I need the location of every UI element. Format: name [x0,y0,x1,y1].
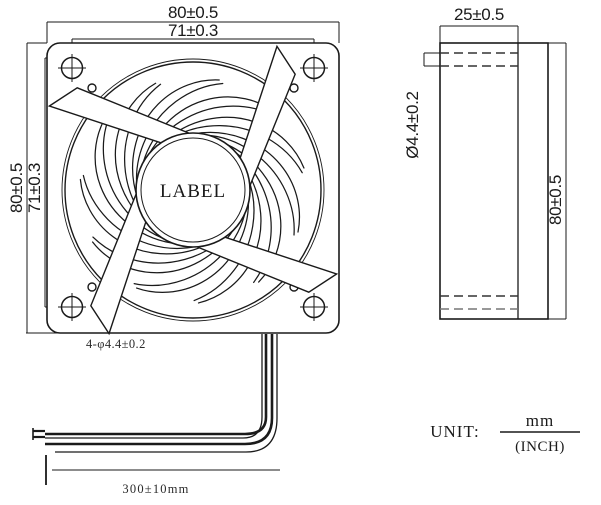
fan-hub [135,132,251,248]
fan-blade [132,79,224,199]
dim-text-side-thickness: 25±0.5 [454,5,504,24]
unit-note-denominator: (INCH) [515,439,565,455]
mounting-hole-note-text: 4-φ4.4±0.2 [86,337,146,351]
small-hole-top-left [87,83,97,93]
cable-jacket-inner [45,334,263,439]
dim-text-side-height: 80±0.5 [546,175,565,225]
dim-text-left-overall: 80±0.5 [7,163,26,213]
cable-conductor-1 [45,334,268,436]
side-thickness-dimension [439,25,519,43]
dim-text-top-hole-pitch: 71±0.3 [168,21,218,40]
fan-blade [133,197,250,293]
side-flange-dimension [423,52,440,67]
hub-inner-circle [140,137,246,243]
unit-note-numerator: mm [526,411,554,430]
mounting-hole-bottom-left [58,293,86,321]
hub-label-text: LABEL [160,181,226,202]
fan-blade [79,174,210,255]
mounting-hole-bottom-right [300,293,328,321]
cable-jacket-outer [55,334,278,453]
fan-opening-circle [64,61,322,319]
lead-wire-group [32,334,278,453]
side-height-dimension [548,42,567,320]
unit-note-prefix: UNIT: [430,422,479,441]
small-hole-bottom-left [87,282,97,292]
mounting-hole-top-right [300,54,328,82]
fan-opening-circle-outer [61,58,325,322]
cable-conductor-2 [45,334,274,446]
mounting-holes-group [58,54,328,321]
dim-text-top-overall: 80±0.5 [168,3,218,22]
dim-text-side-flange-hole: Ø4.4±0.2 [403,91,422,158]
mounting-hole-top-left [58,54,86,82]
cable-length-dimension [45,455,280,485]
side-view-body [439,42,549,320]
fan-blade [192,131,301,236]
cable-length-text: 300±10mm [122,482,189,496]
side-view-group [439,42,549,320]
dim-text-left-hole-pitch: 71±0.3 [25,163,44,213]
